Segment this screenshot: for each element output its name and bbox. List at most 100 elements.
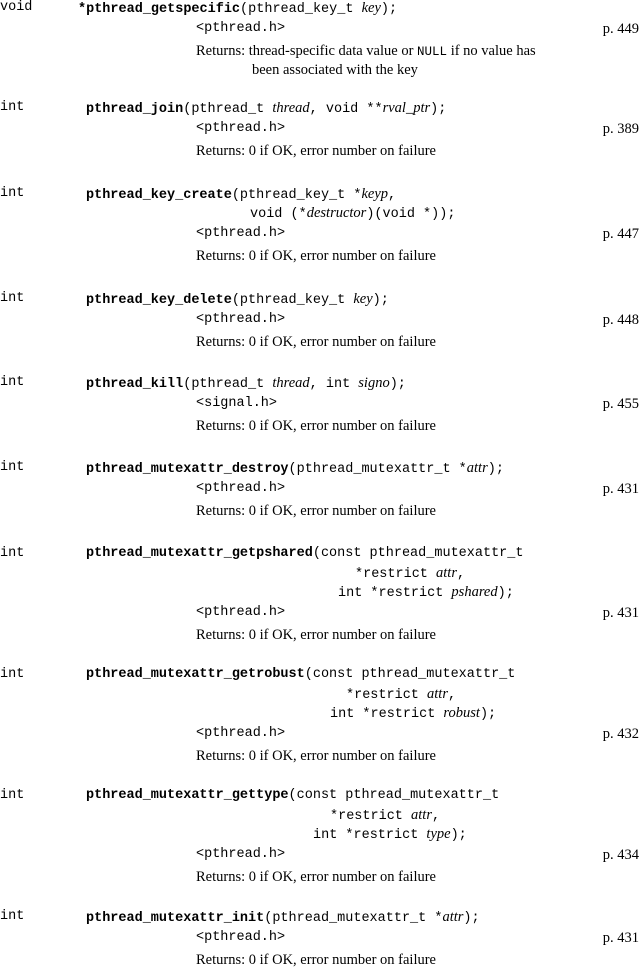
signature-text: );: [430, 102, 447, 117]
signature-text: *restrict: [355, 567, 437, 582]
function-name: pthread_mutexattr_gettype: [86, 788, 289, 803]
signature-text: );: [380, 2, 398, 17]
function-name: pthread_join: [86, 102, 184, 117]
return-type: int: [0, 667, 25, 682]
header-file: <pthread.h>: [196, 226, 286, 241]
signature-text: );: [463, 911, 480, 926]
signature-text: (pthread_key_t: [240, 2, 362, 17]
parameter-name: rval_ptr: [382, 100, 431, 116]
parameter-name: pshared: [451, 584, 498, 600]
return-type: int: [0, 186, 25, 201]
signature-continuation: int *restrict robust);: [330, 705, 496, 722]
function-name: pthread_key_delete: [86, 293, 232, 308]
returns-text: Returns: 0 if OK, error number on failur…: [196, 248, 436, 264]
signature-text: );: [479, 707, 497, 722]
signature-text: (pthread_t: [183, 102, 273, 117]
function-signature: pthread_kill(pthread_t thread, int signo…: [86, 375, 406, 392]
signature-text: ,: [447, 688, 457, 703]
function-signature: pthread_key_create(pthread_key_t *keyp,: [86, 186, 396, 203]
header-file: <pthread.h>: [196, 605, 286, 620]
page-reference: p. 431: [602, 930, 639, 946]
parameter-name: key: [361, 0, 381, 16]
function-name: pthread_mutexattr_getrobust: [86, 667, 305, 682]
signature-continuation: *restrict attr,: [330, 807, 440, 824]
pointer-star: *: [78, 2, 87, 17]
function-name: pthread_kill: [86, 377, 184, 392]
function-signature: *pthread_getspecific(pthread_key_t key);: [78, 0, 397, 17]
returns-text: Returns: 0 if OK, error number on failur…: [196, 503, 436, 519]
returns-text: Returns: 0 if OK, error number on failur…: [196, 627, 436, 643]
page-reference: p. 431: [602, 605, 639, 621]
signature-text: (const pthread_mutexattr_t: [312, 546, 524, 561]
header-file: <pthread.h>: [196, 930, 286, 945]
return-type: int: [0, 546, 25, 561]
signature-text: (const pthread_mutexattr_t: [304, 667, 516, 682]
function-name: pthread_getspecific: [86, 2, 241, 17]
returns-text: Returns: 0 if OK, error number on failur…: [196, 418, 436, 434]
page-reference: p. 434: [602, 847, 639, 863]
signature-text: (pthread_key_t *: [231, 188, 362, 203]
parameter-name: attr: [466, 460, 488, 476]
return-type: int: [0, 909, 25, 924]
header-file: <signal.h>: [196, 396, 278, 411]
signature-continuation: *restrict attr,: [346, 686, 456, 703]
page-reference: p. 455: [602, 396, 639, 412]
return-type: int: [0, 788, 25, 803]
page-reference: p. 449: [602, 21, 639, 37]
page-reference: p. 431: [602, 481, 639, 497]
header-file: <pthread.h>: [196, 312, 286, 327]
signature-text: (const pthread_mutexattr_t: [288, 788, 500, 803]
signature-text: ,: [388, 188, 397, 203]
returns-text: Returns: 0 if OK, error number on failur…: [196, 334, 436, 350]
parameter-name: destructor: [306, 205, 367, 221]
null-constant: NULL: [417, 45, 448, 59]
returns-text: Returns: 0 if OK, error number on failur…: [196, 748, 436, 764]
signature-text: (pthread_t: [183, 377, 273, 392]
signature-text: int *restrict: [313, 828, 427, 843]
page-reference: p. 448: [602, 312, 639, 328]
signature-text: *restrict: [330, 809, 412, 824]
returns-text: Returns: 0 if OK, error number on failur…: [196, 869, 436, 885]
function-signature: pthread_mutexattr_init(pthread_mutexattr…: [86, 909, 480, 926]
signature-text: );: [450, 828, 467, 843]
signature-text: (pthread_key_t: [231, 293, 354, 308]
function-signature: pthread_mutexattr_destroy(pthread_mutexa…: [86, 460, 504, 477]
function-name: pthread_mutexattr_init: [86, 911, 265, 926]
returns-text: Returns: 0 if OK, error number on failur…: [196, 952, 436, 968]
page-reference: p. 389: [602, 121, 639, 137]
header-file: <pthread.h>: [196, 726, 286, 741]
header-file: <pthread.h>: [196, 21, 286, 36]
return-type: int: [0, 375, 25, 390]
signature-text: (pthread_mutexattr_t *: [264, 911, 443, 926]
function-signature: pthread_mutexattr_getrobust(const pthrea…: [86, 667, 515, 682]
signature-text: *restrict: [346, 688, 428, 703]
signature-text: int *restrict: [338, 586, 452, 601]
returns-text: Returns: thread-specific data value or N…: [196, 43, 536, 60]
signature-continuation: *restrict attr,: [355, 565, 465, 582]
return-type: int: [0, 100, 25, 115]
signature-text: );: [372, 293, 389, 308]
signature-text: int *restrict: [330, 707, 444, 722]
parameter-name: key: [353, 291, 373, 307]
parameter-name: signo: [358, 375, 390, 391]
parameter-name: attr: [436, 565, 457, 581]
parameter-name: attr: [411, 807, 432, 823]
parameter-name: attr: [442, 909, 464, 925]
signature-text: );: [487, 462, 504, 477]
returns-text: Returns: 0 if OK, error number on failur…: [196, 143, 436, 159]
function-name: pthread_key_create: [86, 188, 232, 203]
signature-text: (pthread_mutexattr_t *: [288, 462, 467, 477]
signature-text: , void **: [309, 102, 383, 117]
return-type: void: [0, 0, 33, 15]
returns-text-continuation: been associated with the key: [252, 62, 418, 78]
function-name: pthread_mutexattr_destroy: [86, 462, 289, 477]
function-signature: pthread_key_delete(pthread_key_t key);: [86, 291, 389, 308]
function-signature: pthread_mutexattr_getpshared(const pthre…: [86, 546, 523, 561]
signature-continuation: void (*destructor)(void *));: [250, 205, 455, 222]
signature-text: ,: [431, 809, 441, 824]
parameter-name: thread: [272, 100, 310, 116]
function-signature: pthread_mutexattr_gettype(const pthread_…: [86, 788, 499, 803]
signature-continuation: int *restrict pshared);: [338, 584, 514, 601]
parameter-name: thread: [272, 375, 310, 391]
return-type: int: [0, 291, 25, 306]
